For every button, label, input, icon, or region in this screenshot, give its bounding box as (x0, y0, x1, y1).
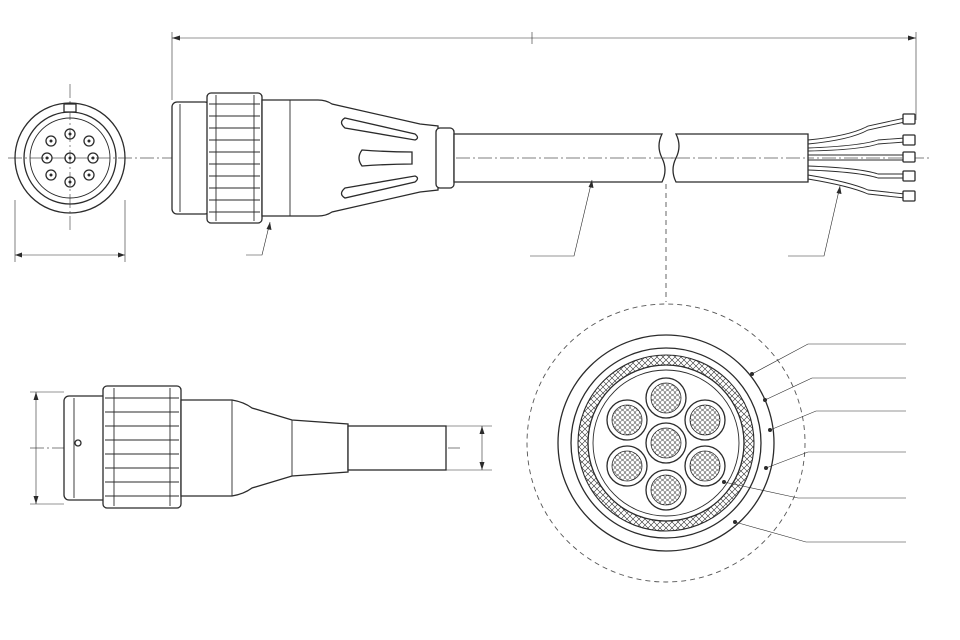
cable-diameter-dimension (446, 425, 492, 471)
pin-contacts (41, 128, 99, 188)
boot-grip-slots (340, 117, 419, 199)
front-view-diameter-dimension (14, 200, 126, 262)
overall-length-dimension (171, 32, 917, 120)
connector-front-view (8, 84, 138, 262)
cable-assembly-side-view (140, 32, 930, 302)
section-leaders (722, 343, 906, 543)
cable-cross-section-detail (526, 303, 906, 583)
coupling-nut-knurling (209, 95, 260, 221)
stripped-wires (807, 113, 916, 202)
conductors (606, 377, 726, 511)
body-knurling (105, 388, 179, 506)
side-view-leaders (246, 179, 842, 257)
connector-body-side-view (30, 385, 492, 509)
body-height-dimension (30, 391, 64, 505)
